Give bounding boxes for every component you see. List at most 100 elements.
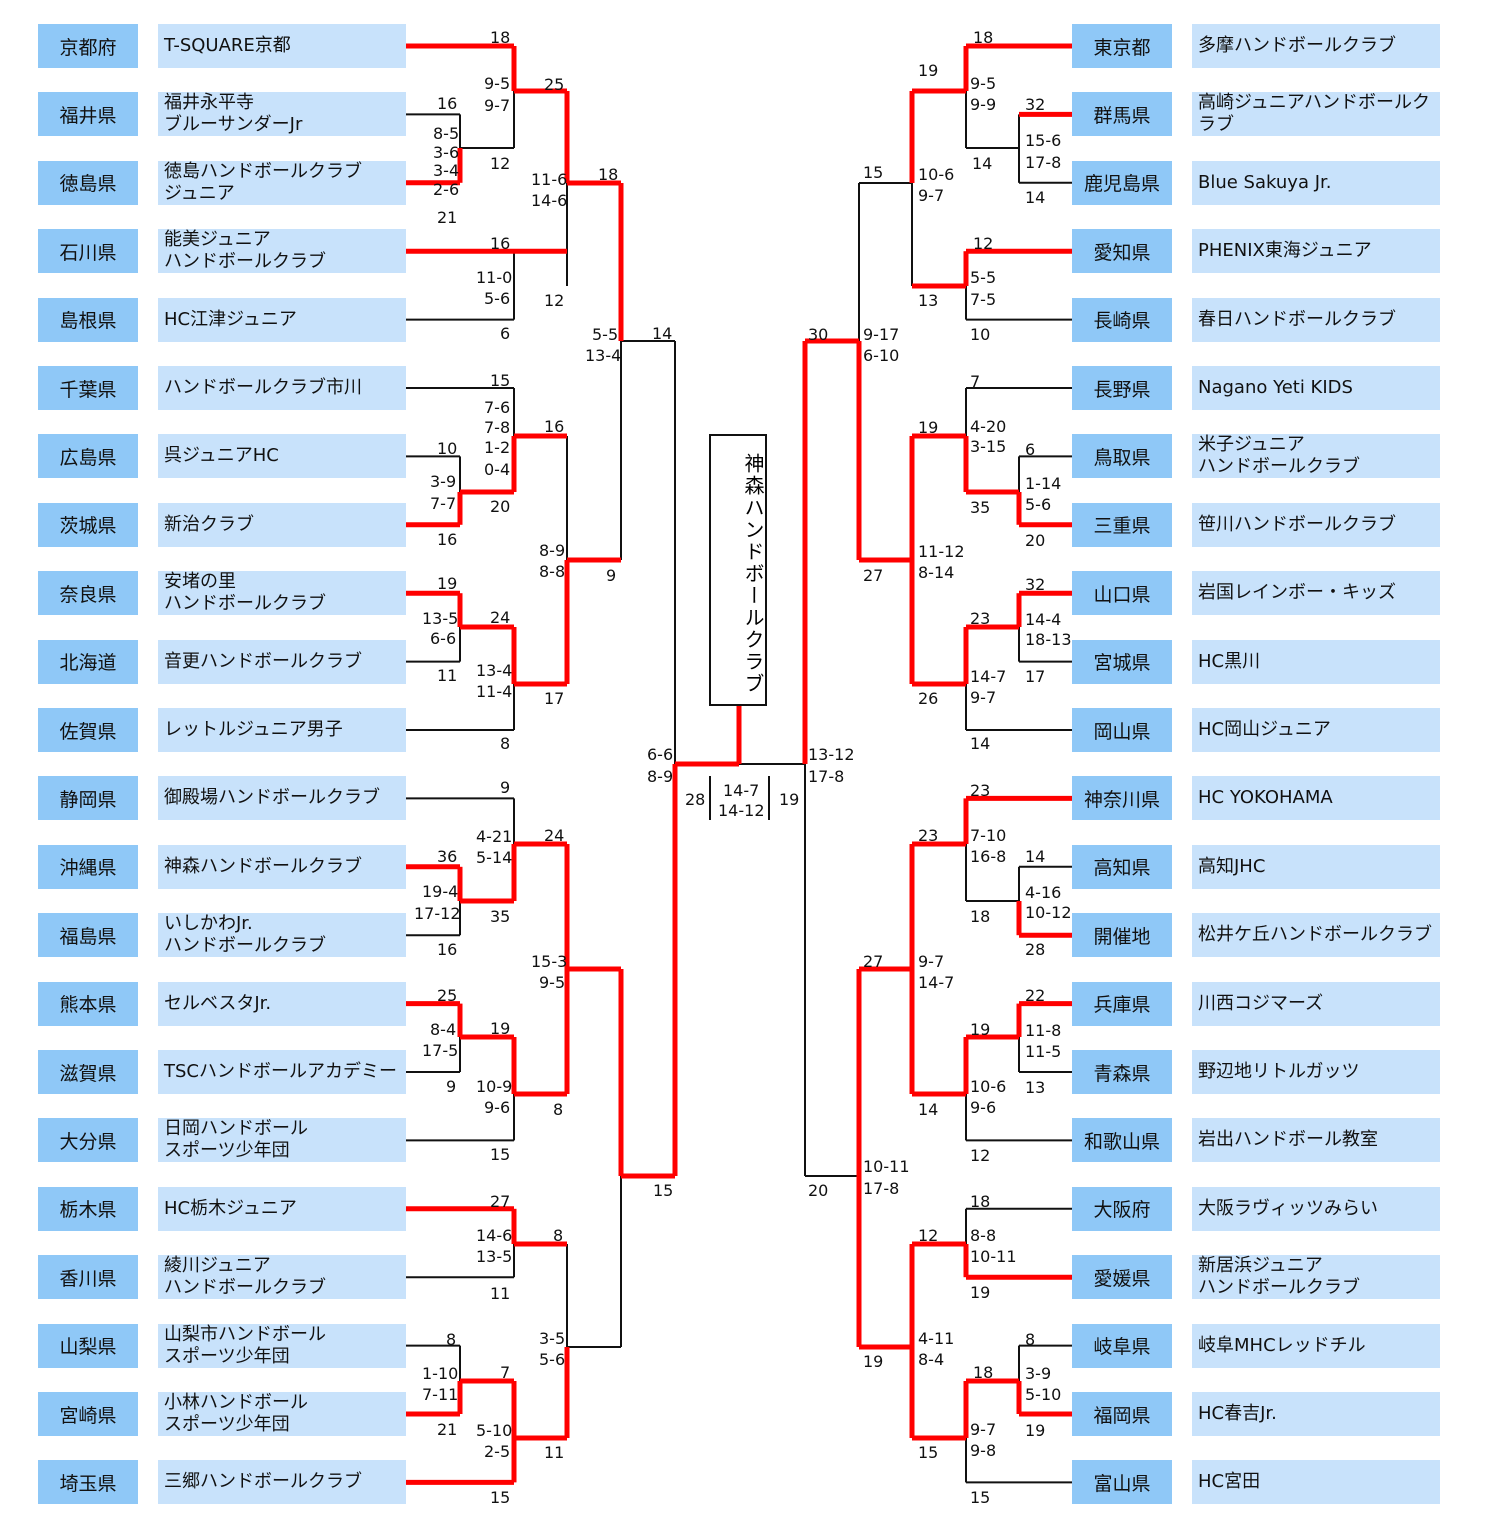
match-score: 2-6: [433, 180, 460, 199]
pref-label: 山梨県: [38, 1323, 138, 1368]
match-score: 17: [1025, 667, 1046, 686]
team-name: HC江津ジュニア: [158, 297, 406, 342]
pref-label: 宮崎県: [38, 1392, 138, 1436]
match-score: 8: [446, 1330, 457, 1349]
match-score: 17-8: [808, 767, 845, 786]
match-score: 10: [437, 439, 458, 458]
pref-label: 埼玉県: [38, 1460, 138, 1505]
pref-label: 山口県: [1072, 571, 1172, 616]
team-name: 山梨市ハンドボール スポーツ少年団: [158, 1323, 406, 1368]
match-score: 8: [1025, 1330, 1036, 1349]
team-name: 福井永平寺 ブルーサンダーJr: [158, 92, 406, 137]
match-score: 14-12: [718, 801, 765, 820]
match-score: 5-6: [1025, 495, 1052, 514]
team-name: 徳島ハンドボールクラブ ジュニア: [158, 160, 406, 205]
match-score: 23: [970, 609, 991, 628]
team-name: 呉ジュニアHC: [158, 434, 406, 479]
match-score: 4-11: [918, 1329, 955, 1348]
match-score: 2-5: [484, 1442, 511, 1461]
match-score: 19: [918, 61, 939, 80]
pref-label: 富山県: [1072, 1460, 1172, 1505]
match-score: 30: [808, 325, 829, 344]
match-score: 1-2: [484, 438, 511, 457]
match-score: 12: [918, 1226, 939, 1245]
pref-label: 福岡県: [1072, 1392, 1172, 1436]
team-name: 松井ケ丘ハンドボールクラブ: [1192, 913, 1440, 958]
match-score: 3-4: [433, 161, 460, 180]
team-name: Blue Sakuya Jr.: [1192, 160, 1440, 205]
match-score: 4-21: [476, 827, 513, 846]
team-name: 多摩ハンドボールクラブ: [1192, 24, 1440, 68]
match-score: 13-5: [476, 1247, 513, 1266]
team-name: 日岡ハンドボール スポーツ少年団: [158, 1118, 406, 1163]
match-score: 18-13: [1025, 630, 1072, 649]
match-score: 8-8: [970, 1226, 997, 1245]
pref-label: 愛知県: [1072, 229, 1172, 274]
match-score: 9-7: [918, 952, 945, 971]
team-name: HC黒川: [1192, 639, 1440, 684]
match-score: 14: [1025, 847, 1046, 866]
match-score: 13: [918, 291, 939, 310]
pref-label: 三重県: [1072, 502, 1172, 547]
team-name: HC宮田: [1192, 1460, 1440, 1505]
match-score: 9: [446, 1077, 457, 1096]
match-score: 16: [544, 417, 565, 436]
match-score: 5-14: [476, 848, 513, 867]
team-name: 高崎ジュニアハンドボールクラブ: [1192, 92, 1440, 137]
match-score: 7-8: [484, 418, 511, 437]
team-name: 安堵の里 ハンドボールクラブ: [158, 571, 406, 616]
match-score: 9-7: [484, 96, 511, 115]
match-score: 11-4: [476, 682, 513, 701]
match-score: 0-4: [484, 460, 511, 479]
match-score: 13: [1025, 1078, 1046, 1097]
team-name: 岐阜MHCレッドチル: [1192, 1323, 1440, 1368]
pref-label: 和歌山県: [1072, 1118, 1172, 1163]
match-score: 8-9: [539, 541, 566, 560]
team-name: 野辺地リトルガッツ: [1192, 1050, 1440, 1094]
match-score: 3-9: [1025, 1364, 1052, 1383]
match-score: 8-4: [430, 1020, 457, 1039]
team-name: 川西コジマーズ: [1192, 981, 1440, 1026]
match-score: 14-7: [723, 781, 760, 800]
team-name: PHENIX東海ジュニア: [1192, 229, 1440, 274]
team-name: 小林ハンドボール スポーツ少年団: [158, 1392, 406, 1436]
match-score: 3-9: [430, 472, 457, 491]
match-score: 9-5: [970, 74, 997, 93]
match-score: 7-5: [970, 290, 997, 309]
match-score: 7-7: [430, 494, 457, 513]
match-score: 28: [685, 790, 706, 809]
match-score: 7-6: [484, 398, 511, 417]
match-score: 32: [1025, 575, 1046, 594]
match-score: 6-6: [430, 629, 457, 648]
match-score: 19: [863, 1352, 884, 1371]
match-score: 9: [500, 778, 511, 797]
match-score: 9-5: [484, 74, 511, 93]
match-score: 23: [918, 826, 939, 845]
pref-label: 香川県: [38, 1255, 138, 1300]
team-name: HC栃木ジュニア: [158, 1186, 406, 1231]
match-score: 23: [970, 781, 991, 800]
match-score: 13-4: [585, 346, 622, 365]
match-score: 20: [808, 1181, 829, 1200]
match-score: 16: [437, 94, 458, 113]
match-score: 18: [970, 1192, 991, 1211]
pref-label: 兵庫県: [1072, 981, 1172, 1026]
match-score: 9-9: [970, 95, 997, 114]
team-name: 神森ハンドボールクラブ: [158, 844, 406, 889]
match-score: 15-6: [1025, 131, 1062, 150]
match-score: 17-12: [414, 904, 461, 923]
match-score: 10-6: [970, 1077, 1007, 1096]
pref-label: 島根県: [38, 297, 138, 342]
match-score: 18: [490, 28, 511, 47]
champion-box: 神森ハンドボールクラブ: [709, 434, 767, 706]
team-name: 岩国レインボー・キッズ: [1192, 571, 1440, 616]
match-score: 8-14: [918, 563, 955, 582]
match-score: 19-4: [422, 882, 459, 901]
match-score: 8-8: [539, 562, 566, 581]
team-name: 米子ジュニア ハンドボールクラブ: [1192, 434, 1440, 479]
match-score: 12: [973, 234, 994, 253]
match-score: 15: [653, 1181, 674, 1200]
team-name: いしかわJr. ハンドボールクラブ: [158, 913, 406, 958]
match-score: 5-5: [970, 268, 997, 287]
